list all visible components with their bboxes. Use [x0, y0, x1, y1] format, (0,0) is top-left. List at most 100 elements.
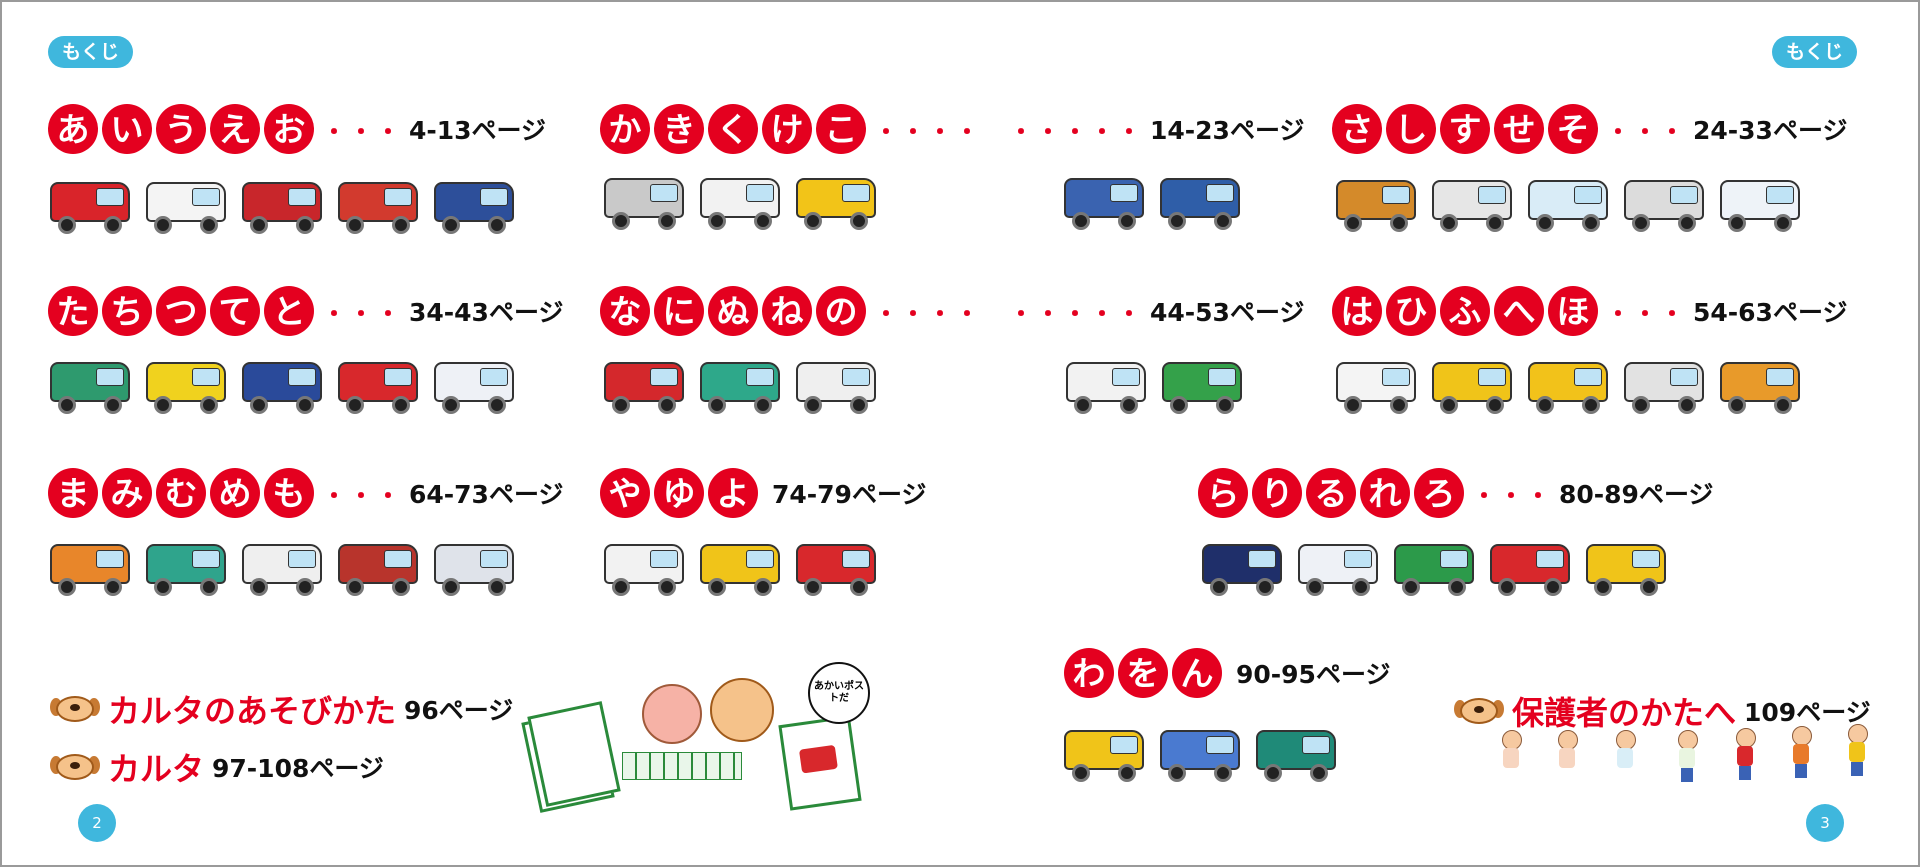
kana-he: へ — [1494, 286, 1544, 336]
kana-group-ka: か き く け こ — [600, 104, 866, 154]
page-range: 14-23ページ — [1150, 116, 1305, 145]
vehicle-illustration — [1716, 354, 1804, 416]
page-range: 34-43ページ — [409, 298, 564, 327]
kana-ke: け — [762, 104, 812, 154]
kana-group-ma: ま み む め も — [48, 468, 314, 518]
vehicle-illustration — [1060, 170, 1148, 232]
karuta-howto-pages: 96ページ — [404, 696, 514, 725]
section-a[interactable]: あ い う え お ・・・ 4-13ページ — [48, 104, 546, 154]
section-na[interactable]: な に ぬ ね の ・・・・ ・・・・・ 44-53ページ — [600, 286, 1304, 336]
kana-tsu: つ — [156, 286, 206, 336]
vehicle-row-ma — [46, 536, 518, 598]
contents-label-left: もくじ — [48, 36, 134, 68]
vehicle-illustration — [1062, 354, 1150, 416]
page-range: 54-63ページ — [1693, 298, 1848, 327]
vehicle-illustration — [142, 354, 230, 416]
section-ma[interactable]: ま み む め も ・・・ 64-73ページ — [48, 468, 563, 518]
vehicle-illustration — [1524, 354, 1612, 416]
speech-bubble-text: あかいポストだ — [814, 681, 864, 704]
section-ra[interactable]: ら り る れ ろ ・・・ 80-89ページ — [1198, 468, 1713, 518]
vehicle-illustration — [1252, 722, 1340, 784]
vehicle-row-na-right — [1062, 354, 1246, 416]
vehicle-illustration — [792, 354, 880, 416]
section-sa[interactable]: さ し す せ そ ・・・ 24-33ページ — [1332, 104, 1847, 154]
page-number-right: 3 — [1806, 804, 1844, 842]
vehicle-row-sa — [1332, 172, 1804, 234]
kana-ku: く — [708, 104, 758, 154]
vehicle-row-na-left — [600, 354, 880, 416]
kana-ne: ね — [762, 286, 812, 336]
child-figure — [1732, 728, 1758, 782]
karuta-entry[interactable]: カルタ 97-108ページ — [50, 744, 384, 790]
section-ka[interactable]: か き く け こ ・・・・ ・・・・・ 14-23ページ — [600, 104, 1304, 154]
kana-u: う — [156, 104, 206, 154]
leader-dots: ・・・ — [1472, 481, 1553, 510]
kana-se: せ — [1494, 104, 1544, 154]
vehicle-illustration — [46, 174, 134, 236]
leader-dots: ・・・ — [322, 481, 403, 510]
kana-o: お — [264, 104, 314, 154]
vehicle-illustration — [792, 536, 880, 598]
kana-fu: ふ — [1440, 286, 1490, 336]
vehicle-illustration — [1390, 536, 1478, 598]
vehicle-illustration — [142, 174, 230, 236]
dog-face-icon — [50, 694, 100, 724]
karuta-cards-spread — [622, 752, 742, 780]
kana-te: て — [210, 286, 260, 336]
leader-dots: ・・・ — [322, 299, 403, 328]
page-number-left: 2 — [78, 804, 116, 842]
kana-group-ha: は ひ ふ へ ほ — [1332, 286, 1598, 336]
section-wa[interactable]: わ を ん 90-95ページ — [1064, 648, 1390, 698]
vehicle-illustration — [430, 174, 518, 236]
kana-yo: よ — [708, 468, 758, 518]
vehicle-illustration — [1620, 354, 1708, 416]
vehicle-illustration — [1332, 172, 1420, 234]
kana-no: の — [816, 286, 866, 336]
vehicle-illustration — [1156, 722, 1244, 784]
page-range: 44-53ページ — [1150, 298, 1305, 327]
page-range: 74-79ページ — [772, 480, 927, 509]
kana-chi: ち — [102, 286, 152, 336]
vehicle-row-ka-left — [600, 170, 880, 232]
vehicle-illustration — [46, 354, 134, 416]
kana-ki: き — [654, 104, 704, 154]
kana-sa: さ — [1332, 104, 1382, 154]
vehicle-illustration — [1332, 354, 1420, 416]
kana-ko: こ — [816, 104, 866, 154]
vehicle-illustration — [1582, 536, 1670, 598]
kana-ra: ら — [1198, 468, 1248, 518]
parents-title: 保護者のかたへ — [1512, 694, 1737, 732]
vehicle-illustration — [1524, 172, 1612, 234]
kana-group-na: な に ぬ ね の — [600, 286, 866, 336]
kana-group-ya: や ゆ よ — [600, 468, 758, 518]
section-ta[interactable]: た ち つ て と ・・・ 34-43ページ — [48, 286, 563, 336]
kana-su: す — [1440, 104, 1490, 154]
vehicle-illustration — [46, 536, 134, 598]
kana-re: れ — [1360, 468, 1410, 518]
dog-face-icon — [1454, 696, 1504, 726]
kana-a: あ — [48, 104, 98, 154]
vehicle-illustration — [600, 536, 688, 598]
kana-ro: ろ — [1414, 468, 1464, 518]
karuta-howto-entry[interactable]: カルタのあそびかた 96ページ — [50, 686, 513, 732]
page-range: 90-95ページ — [1236, 660, 1391, 689]
kana-yu: ゆ — [654, 468, 704, 518]
baby-figure — [1612, 730, 1638, 784]
vehicle-illustration — [1158, 354, 1246, 416]
kana-ru: る — [1306, 468, 1356, 518]
baby-figure — [1554, 730, 1580, 784]
vehicle-illustration — [1060, 722, 1148, 784]
karuta-howto-title: カルタのあそびかた — [108, 692, 397, 730]
section-ha[interactable]: は ひ ふ へ ほ ・・・ 54-63ページ — [1332, 286, 1847, 336]
child-figure — [1674, 730, 1700, 784]
vehicle-illustration — [334, 354, 422, 416]
parents-entry[interactable]: 保護者のかたへ 109ページ — [1454, 688, 1871, 734]
vehicle-illustration — [1428, 354, 1516, 416]
kana-ma: ま — [48, 468, 98, 518]
page-range: 24-33ページ — [1693, 116, 1848, 145]
section-ya[interactable]: や ゆ よ 74-79ページ — [600, 468, 926, 518]
kana-ha: は — [1332, 286, 1382, 336]
vehicle-illustration — [696, 354, 784, 416]
dog-face-icon — [50, 752, 100, 782]
parents-pages: 109ページ — [1744, 698, 1871, 727]
